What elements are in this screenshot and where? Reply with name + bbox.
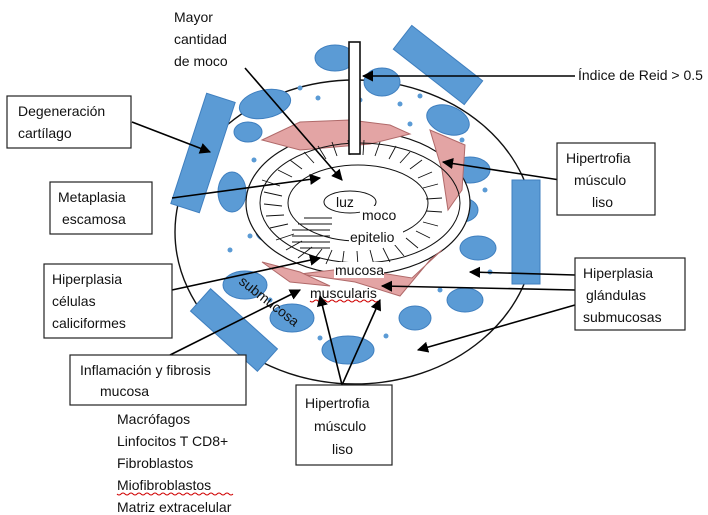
svg-text:células: células	[52, 293, 96, 309]
gland	[234, 122, 262, 142]
svg-text:Macrófagos: Macrófagos	[117, 411, 190, 427]
svg-text:glándulas: glándulas	[586, 287, 646, 303]
gland	[460, 236, 496, 260]
box-inflamacion: Inflamación y fibrosis mucosa	[70, 355, 246, 405]
svg-text:Matriz extracelular: Matriz extracelular	[117, 499, 232, 515]
spell-underline	[117, 493, 233, 495]
svg-text:de moco: de moco	[174, 53, 228, 69]
box-degeneracion: Degeneración cartílago	[7, 96, 131, 148]
box-hipertrofia-right: Hipertrofia músculo liso	[557, 143, 655, 215]
cell-list: Macrófagos Linfocitos T CD8+ Fibroblasto…	[117, 411, 233, 515]
svg-text:Hipertrofia: Hipertrofia	[566, 150, 631, 166]
label-epitelio: epitelio	[350, 229, 395, 245]
svg-text:Degeneración: Degeneración	[18, 103, 105, 119]
box-hiperplasia-glandulas: Hiperplasia glándulas submucosas	[575, 258, 685, 330]
label-moco: moco	[362, 207, 396, 223]
svg-text:cantidad: cantidad	[174, 31, 227, 47]
svg-text:cartílago: cartílago	[18, 125, 72, 141]
svg-text:músculo: músculo	[574, 172, 626, 188]
gland	[364, 68, 400, 96]
svg-text:Hiperplasia: Hiperplasia	[583, 265, 653, 281]
svg-text:caliciformes: caliciformes	[52, 315, 126, 331]
svg-text:Fibroblastos: Fibroblastos	[117, 455, 193, 471]
svg-text:mucosa: mucosa	[100, 383, 149, 399]
svg-text:Hipertrofia: Hipertrofia	[305, 395, 370, 411]
gland	[399, 306, 431, 330]
box-hiperplasia-celulas: Hiperplasia células caliciformes	[44, 264, 172, 338]
svg-text:Miofibroblastos: Miofibroblastos	[117, 477, 211, 493]
cartilage-plate	[512, 180, 540, 284]
box-metaplasia: Metaplasia escamosa	[50, 182, 152, 234]
svg-text:liso: liso	[332, 441, 353, 457]
gland	[322, 336, 374, 364]
svg-text:Mayor: Mayor	[174, 9, 213, 25]
svg-text:liso: liso	[592, 194, 613, 210]
label-reid: Índice de Reid > 0.5	[578, 67, 703, 83]
svg-text:escamosa: escamosa	[62, 211, 126, 227]
svg-text:Linfocitos T CD8+: Linfocitos T CD8+	[117, 433, 228, 449]
svg-text:músculo: músculo	[314, 418, 366, 434]
label-mucosa: mucosa	[335, 262, 384, 278]
label-mayor-cantidad: Mayor cantidad de moco	[174, 9, 228, 69]
gland	[447, 288, 483, 312]
svg-text:Metaplasia: Metaplasia	[58, 189, 126, 205]
label-luz: luz	[336, 194, 354, 210]
mucus-duct	[349, 42, 360, 154]
svg-text:Hiperplasia: Hiperplasia	[52, 271, 122, 287]
svg-text:Inflamación y fibrosis: Inflamación y fibrosis	[80, 362, 211, 378]
box-hipertrofia-bottom: Hipertrofia músculo liso	[296, 385, 392, 465]
svg-text:submucosas: submucosas	[583, 309, 662, 325]
